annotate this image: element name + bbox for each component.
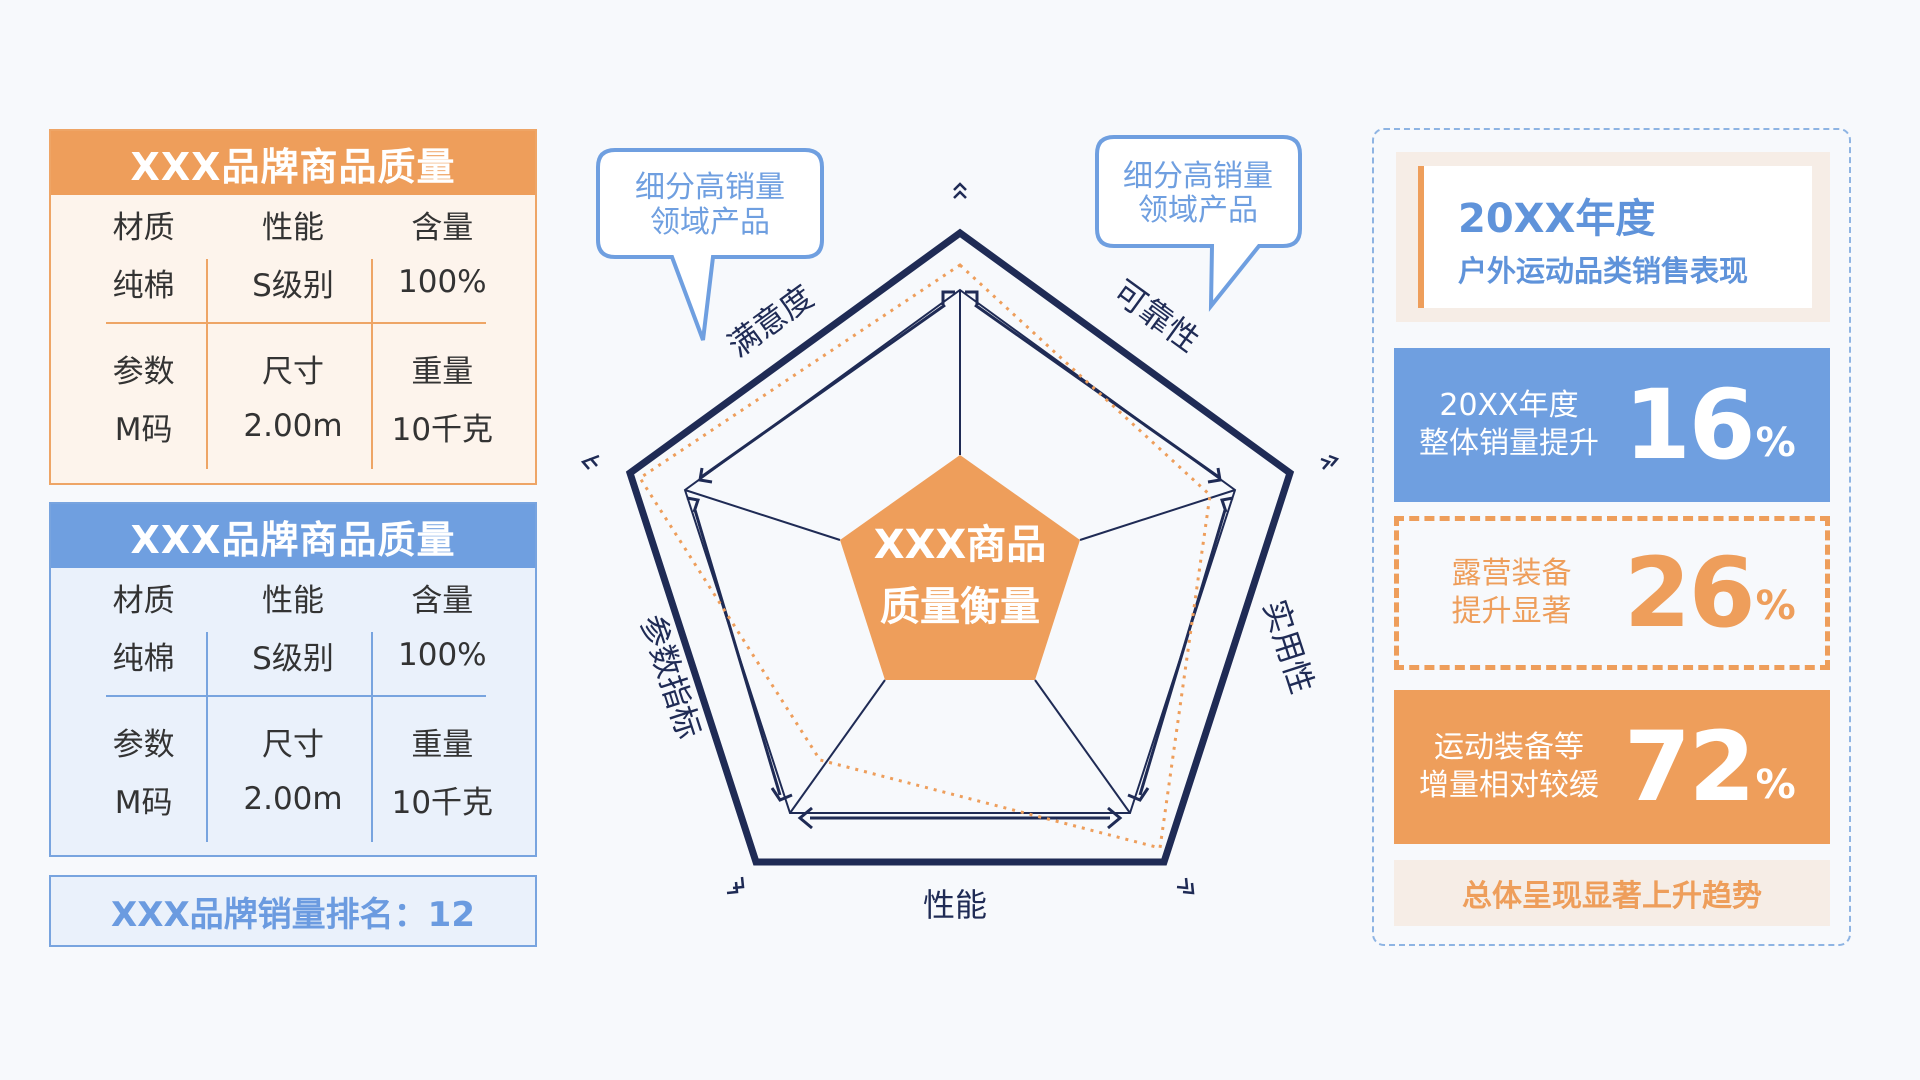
table-cell: S级别 [252,267,334,304]
callout-right-line2: 领域产品 [1138,193,1258,228]
table-header: 含量 [411,209,474,246]
summary-bar: 总体呈现显著上升趋势 [1394,860,1830,926]
axis-tick-arrows [580,182,1340,895]
table-cell: S级别 [252,640,334,677]
panel-title-inner: 20XX年度 户外运动品类销售表现 [1418,166,1812,308]
radar-diagram: 细分高销量 领域产品 细分高销量 领域产品 [580,135,1340,924]
table-cell: 纯棉 [112,267,175,304]
quality-card-blue: XXX品牌商品质量 材质 性能 含量 纯棉 S级别 100% 参数 尺寸 重量 … [49,502,537,857]
callout-right-line1: 细分高销量 [1123,159,1273,194]
stat-label-line1: 露营装备 [1451,556,1572,591]
inner-arrow-lines [686,290,1234,830]
table-header: 尺寸 [261,726,324,763]
center-title-line1: XXX商品 [874,522,1047,568]
sales-rank-bar: XXX品牌销量排名：12 [49,875,537,947]
center-title-line2: 质量衡量 [880,584,1040,630]
divider [106,322,486,324]
stat-label: 露营装备 提升显著 [1399,555,1624,631]
table-header: 重量 [411,353,474,390]
table-header: 性能 [261,582,324,619]
table-cell: 100% [398,264,487,300]
stat-unit: % [1755,583,1796,629]
table-cell: 纯棉 [112,640,175,677]
stat-value: 16 [1624,369,1756,481]
panel-title-box: 20XX年度 户外运动品类销售表现 [1396,152,1830,322]
stat-sports: 运动装备等 增量相对较缓 72 % [1394,690,1830,844]
sales-performance-panel: 20XX年度 户外运动品类销售表现 20XX年度 整体销量提升 16 % 露营装… [1372,128,1851,946]
table-cell: M码 [114,411,173,448]
axis-label-performance: 性能 [923,886,987,924]
divider [371,632,373,842]
stat-label-line2: 提升显著 [1451,594,1572,629]
center-pentagon [840,455,1080,680]
table-header: 材质 [112,209,175,246]
table-header: 材质 [112,582,175,619]
radar-spokes [684,290,1236,814]
table-header: 性能 [261,209,324,246]
stat-value: 72 [1624,711,1756,823]
callout-left: 细分高销量 领域产品 [596,148,824,341]
table-header: 尺寸 [261,353,324,390]
callout-left-line2: 领域产品 [650,205,770,240]
divider [206,632,208,842]
stat-label: 20XX年度 整体销量提升 [1394,387,1624,463]
callout-left-line1: 细分高销量 [635,170,785,205]
stat-unit: % [1755,420,1796,466]
callout-right: 细分高销量 领域产品 [1095,135,1302,312]
table-cell: 10千克 [391,411,494,448]
quality-card-orange: XXX品牌商品质量 材质 性能 含量 纯棉 S级别 100% 参数 尺寸 重量 … [49,129,537,485]
table-cell: 10千克 [391,784,494,821]
table-cell: 2.00m [243,781,343,817]
divider [371,259,373,469]
divider [106,695,486,697]
stat-value: 26 [1624,537,1756,649]
table-header: 参数 [112,353,175,390]
stat-label-line2: 增量相对较缓 [1419,768,1599,803]
table-header: 重量 [411,726,474,763]
stat-label-line1: 20XX年度 [1439,388,1579,423]
table-cell: 2.00m [243,408,343,444]
stat-unit: % [1755,762,1796,808]
stat-label-line2: 整体销量提升 [1419,426,1599,461]
panel-title: 20XX年度 [1458,196,1656,242]
divider [206,259,208,469]
stat-overall: 20XX年度 整体销量提升 16 % [1394,348,1830,502]
card-title: XXX品牌商品质量 [51,131,535,195]
axis-label-practicality: 实用性 [1256,595,1322,698]
outer-pentagon [625,228,1295,866]
table-header: 参数 [112,726,175,763]
stat-label: 运动装备等 增量相对较缓 [1394,729,1624,805]
stat-label-line1: 运动装备等 [1434,730,1584,765]
stat-camping: 露营装备 提升显著 26 % [1394,516,1830,670]
axis-label-satisfaction: 满意度 [721,278,821,365]
table-cell: M码 [114,784,173,821]
table-cell: 100% [398,637,487,673]
panel-subtitle: 户外运动品类销售表现 [1458,254,1749,288]
card-title: XXX品牌商品质量 [51,504,535,568]
axis-label-practicality-text: 实用性 [1256,595,1322,698]
table-header: 含量 [411,582,474,619]
